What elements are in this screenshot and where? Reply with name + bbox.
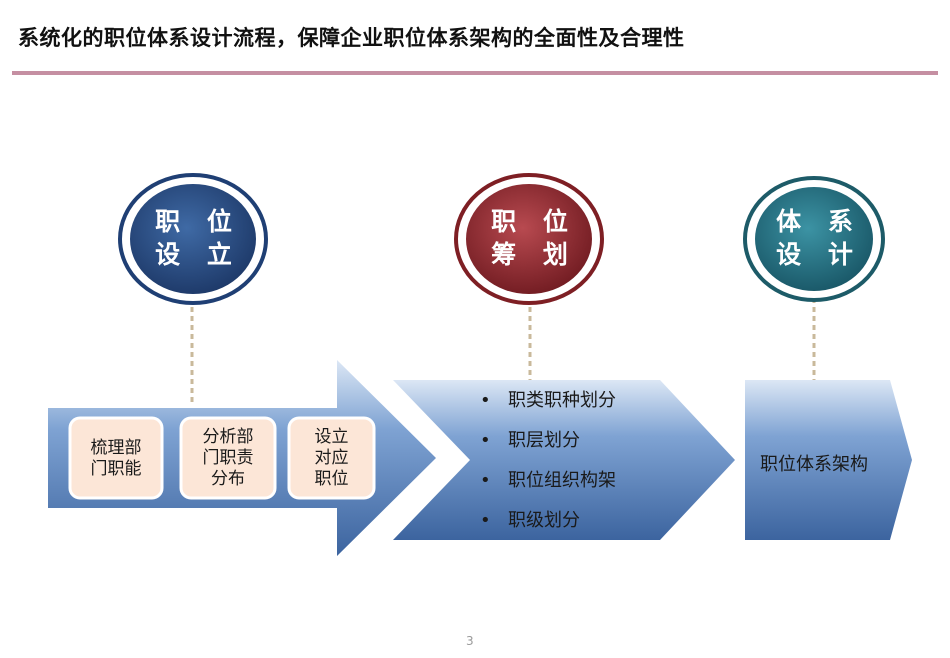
- stage1-box-3: [287, 416, 376, 500]
- bullet-dot: •: [480, 430, 491, 451]
- list-item-text: 职级划分: [508, 510, 580, 531]
- list-item-text: 职层划分: [508, 430, 580, 451]
- stage3-text: 职位体系架构: [760, 454, 868, 475]
- page-title: 系统化的职位体系设计流程，保障企业职位体系架构的全面性及合理性: [18, 26, 685, 50]
- stage1-box-text-1: 梳理部 门职能: [90, 438, 142, 479]
- stage1-box-2: [179, 416, 277, 500]
- title-divider: [12, 71, 938, 75]
- list-item-text: 职类职种划分: [508, 390, 616, 411]
- list-item-text: 职位组织构架: [508, 470, 616, 491]
- bullet-dot: •: [480, 470, 491, 491]
- stage1-box-1: [68, 416, 164, 500]
- bullet-dot: •: [480, 390, 491, 411]
- stage3-pentagon: [745, 380, 912, 540]
- stage2-label: 职 位 筹 划: [491, 207, 577, 269]
- stage2-circle: [454, 173, 604, 305]
- list-item: • 职层划分: [480, 425, 616, 465]
- stage1-circle: [118, 173, 268, 305]
- page-number: 3: [466, 634, 474, 648]
- stage1-box-text-2: 分析部 门职责 分布: [202, 427, 254, 489]
- stage1-label: 职 位 设 立: [155, 207, 241, 269]
- stage1-box-text-3: 设立 对应 职位: [314, 427, 349, 489]
- stage2-chevron: [393, 380, 735, 540]
- list-item: • 职级划分: [480, 505, 616, 545]
- stage2-bullet-list: • 职类职种划分 • 职层划分 • 职位组织构架 • 职级划分: [480, 385, 616, 545]
- list-item: • 职位组织构架: [480, 465, 616, 505]
- stage3-label: 体 系 设 计: [776, 207, 862, 269]
- bullet-dot: •: [480, 510, 491, 531]
- stage3-circle: [743, 176, 885, 302]
- list-item: • 职类职种划分: [480, 385, 616, 425]
